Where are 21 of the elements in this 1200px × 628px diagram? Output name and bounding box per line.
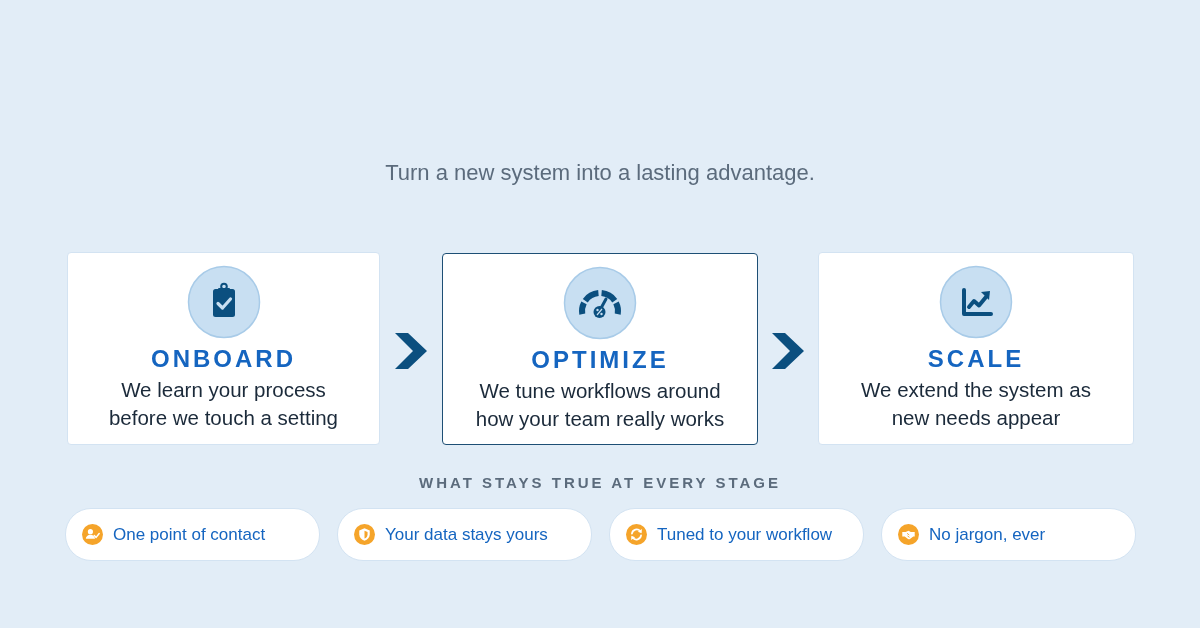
section-heading: WHAT STAYS TRUE AT EVERY STAGE (419, 474, 781, 491)
principle-pill (65, 508, 320, 561)
stage-card (818, 252, 1134, 445)
principle-pill (881, 508, 1136, 561)
stage-card (67, 252, 380, 445)
stage-title: ONBOARD (151, 344, 296, 374)
principle-pill (609, 508, 864, 561)
principle-text: No jargon, ever (929, 524, 1046, 545)
subtitle: Turn a new system into a lasting advantage. (385, 160, 815, 185)
stage-title: OPTIMIZE (531, 345, 669, 375)
principle-text: One point of contact (113, 524, 266, 545)
stage-title: SCALE (927, 344, 1025, 374)
principle-text: Your data stays yours (385, 524, 548, 545)
stage-description: We extend the system as new needs appear (860, 377, 1092, 431)
stage-description: We learn your process before we touch a setting (107, 377, 340, 431)
stage-description: We tune workflows around how your team really works (474, 378, 726, 432)
chevron-arrow (395, 333, 427, 369)
chevron-arrow (772, 333, 804, 369)
stage-card (442, 253, 758, 445)
principle-text: Tuned to your workflow (657, 524, 833, 545)
principle-pill (337, 508, 592, 561)
